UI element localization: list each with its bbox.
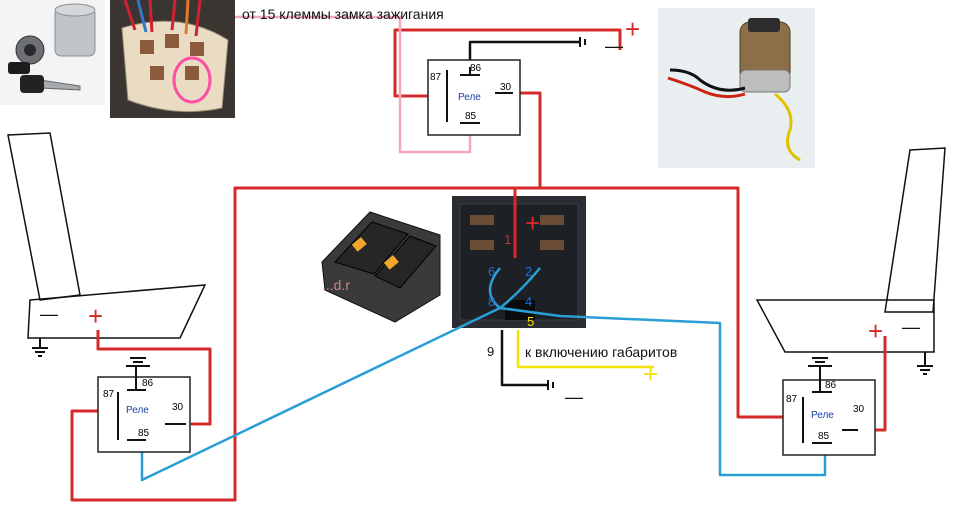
wire-top-relay-87 (393, 28, 622, 98)
left-seat-plus: + (88, 301, 103, 331)
wire-to-right-relay-87 (540, 186, 783, 419)
right-seat-minus: — (902, 317, 920, 337)
plus-markers: + (643, 359, 658, 389)
relay-right-pin-86: 86 (825, 380, 837, 391)
relay-top-pin-86: 86 (470, 63, 482, 74)
relay-left-pin-30: 30 (172, 402, 184, 413)
right-seat (755, 147, 946, 353)
plus-top: + (625, 14, 640, 44)
relay-right: 87 86 30 85 Реле (782, 366, 876, 456)
left-seat-minus: — (40, 304, 58, 324)
relay-right-pin-87: 87 (786, 394, 798, 405)
seat-switch-icon (321, 211, 441, 323)
wire-ignition-15 (235, 15, 472, 154)
left-seat (7, 132, 207, 339)
minus-top: — (605, 36, 623, 56)
ignition-lock-icon (0, 0, 105, 105)
watermark: ...d.r (322, 277, 350, 293)
switch-pin-1: 1 (504, 232, 511, 247)
relay-right-name: Реле (811, 410, 834, 421)
relay-left-pin-85: 85 (138, 428, 150, 439)
ground-icon (547, 380, 554, 390)
ignition-label: от 15 клеммы замка зажигания (242, 6, 444, 22)
switch-pin-9: 9 (487, 344, 494, 359)
switch-pin-2: 2 (525, 264, 532, 279)
relay-top: 87 86 30 85 Реле (427, 59, 521, 136)
relay-left: 87 86 30 85 Реле (97, 365, 191, 453)
switch-pin-6: 6 (488, 264, 495, 279)
ground-icon (579, 37, 586, 47)
relay-left-pin-86: 86 (142, 378, 154, 389)
plus-switch: + (525, 208, 540, 238)
wire-switch-internal (488, 267, 541, 310)
ignition-connector-icon (110, 0, 235, 118)
switch-pin-5: 5 (527, 314, 534, 329)
right-seat-plus: + (868, 316, 883, 346)
wire-marker-lights (516, 330, 654, 369)
relay-top-pin-87: 87 (430, 72, 442, 83)
wire-relay-85-switch (140, 306, 827, 482)
relay-left-name: Реле (126, 405, 149, 416)
switch-pin-4: 4 (525, 294, 532, 309)
wire-left-seat-plus (96, 330, 212, 426)
relay-top-pin-30: 30 (500, 82, 512, 93)
switch-connector-icon (452, 196, 586, 328)
markers-label: к включению габаритов (525, 344, 677, 360)
ground-icon (808, 357, 832, 367)
wire-to-left-relay-87 (70, 186, 515, 502)
switch-pin-8: 8 (488, 294, 495, 309)
relay-left-pin-87: 87 (103, 389, 115, 400)
heater-element-icon (658, 8, 815, 168)
ground-icon (32, 338, 48, 357)
relay-top-name: Реле (458, 92, 481, 103)
ground-icon (917, 352, 933, 375)
relay-right-pin-30: 30 (853, 404, 865, 415)
minus-switch: — (565, 387, 583, 407)
relay-top-pin-85: 85 (465, 111, 477, 122)
wire-switch-9-ground (500, 330, 548, 387)
ground-icon (126, 357, 150, 367)
relay-right-pin-85: 85 (818, 431, 830, 442)
